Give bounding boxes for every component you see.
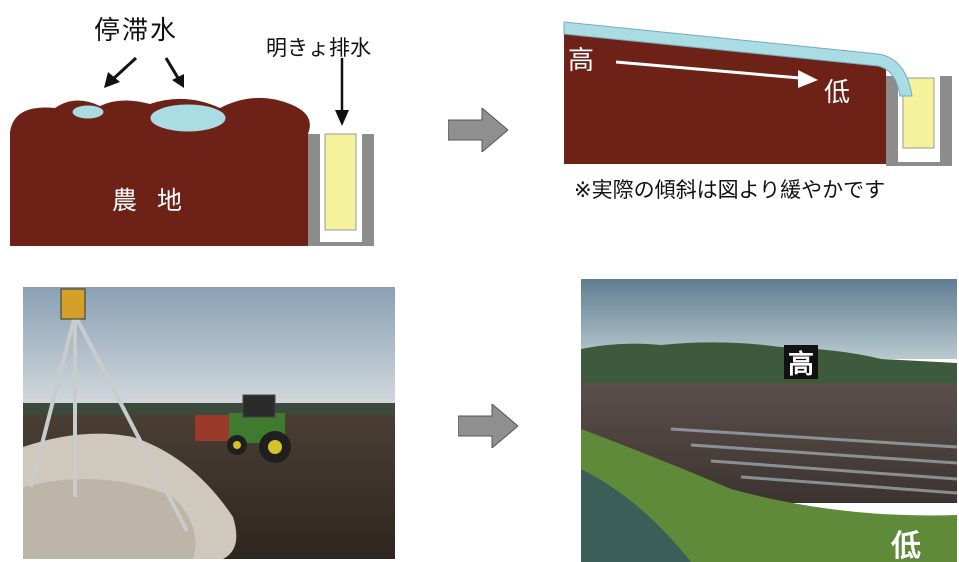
high-marker-label: 高 — [787, 349, 814, 380]
field-label: 農 地 — [112, 186, 188, 215]
before-diagram: 停滞水 明きょ排水 農 地 — [0, 0, 380, 250]
high-marker: 高 — [784, 345, 818, 380]
treeline — [23, 403, 395, 417]
pointer-arrow-right — [164, 57, 184, 88]
wet-furrows — [670, 427, 957, 495]
photo-graded-field: 高 低 — [581, 279, 957, 562]
low-marker-label: 低 — [891, 529, 921, 562]
standing-water-label: 停滞水 — [94, 16, 179, 46]
pointer-arrow-down — [335, 58, 349, 126]
before-diagram-graphic — [10, 56, 374, 246]
forest-line — [581, 342, 957, 383]
after-diagram: 高 低 ※実際の傾斜は図より緩やかです — [560, 0, 959, 210]
transition-arrow-bottom — [458, 404, 518, 448]
slope-arrow — [615, 60, 818, 88]
standing-water-small — [71, 104, 105, 120]
survey-tripod — [29, 314, 189, 532]
photo-laser-leveling — [23, 287, 395, 559]
slope-note: ※実際の傾斜は図より緩やかです — [574, 178, 886, 202]
low-label: 低 — [824, 78, 851, 108]
after-diagram-graphic — [563, 21, 952, 166]
surface-water-flow — [563, 21, 913, 97]
drain-water — [324, 133, 357, 231]
open-drain-label: 明きょ排水 — [266, 36, 371, 60]
laser-level-device — [60, 288, 86, 320]
field-soil — [10, 97, 310, 246]
grass-bank — [581, 429, 957, 562]
high-label: 高 — [568, 46, 595, 76]
photo-graded-field-image — [581, 279, 957, 562]
transition-arrow-top — [448, 108, 508, 152]
tractor — [195, 394, 291, 463]
photo-laser-leveling-image — [23, 287, 395, 559]
pointer-arrow-left — [104, 56, 138, 88]
standing-water-large — [149, 103, 227, 133]
